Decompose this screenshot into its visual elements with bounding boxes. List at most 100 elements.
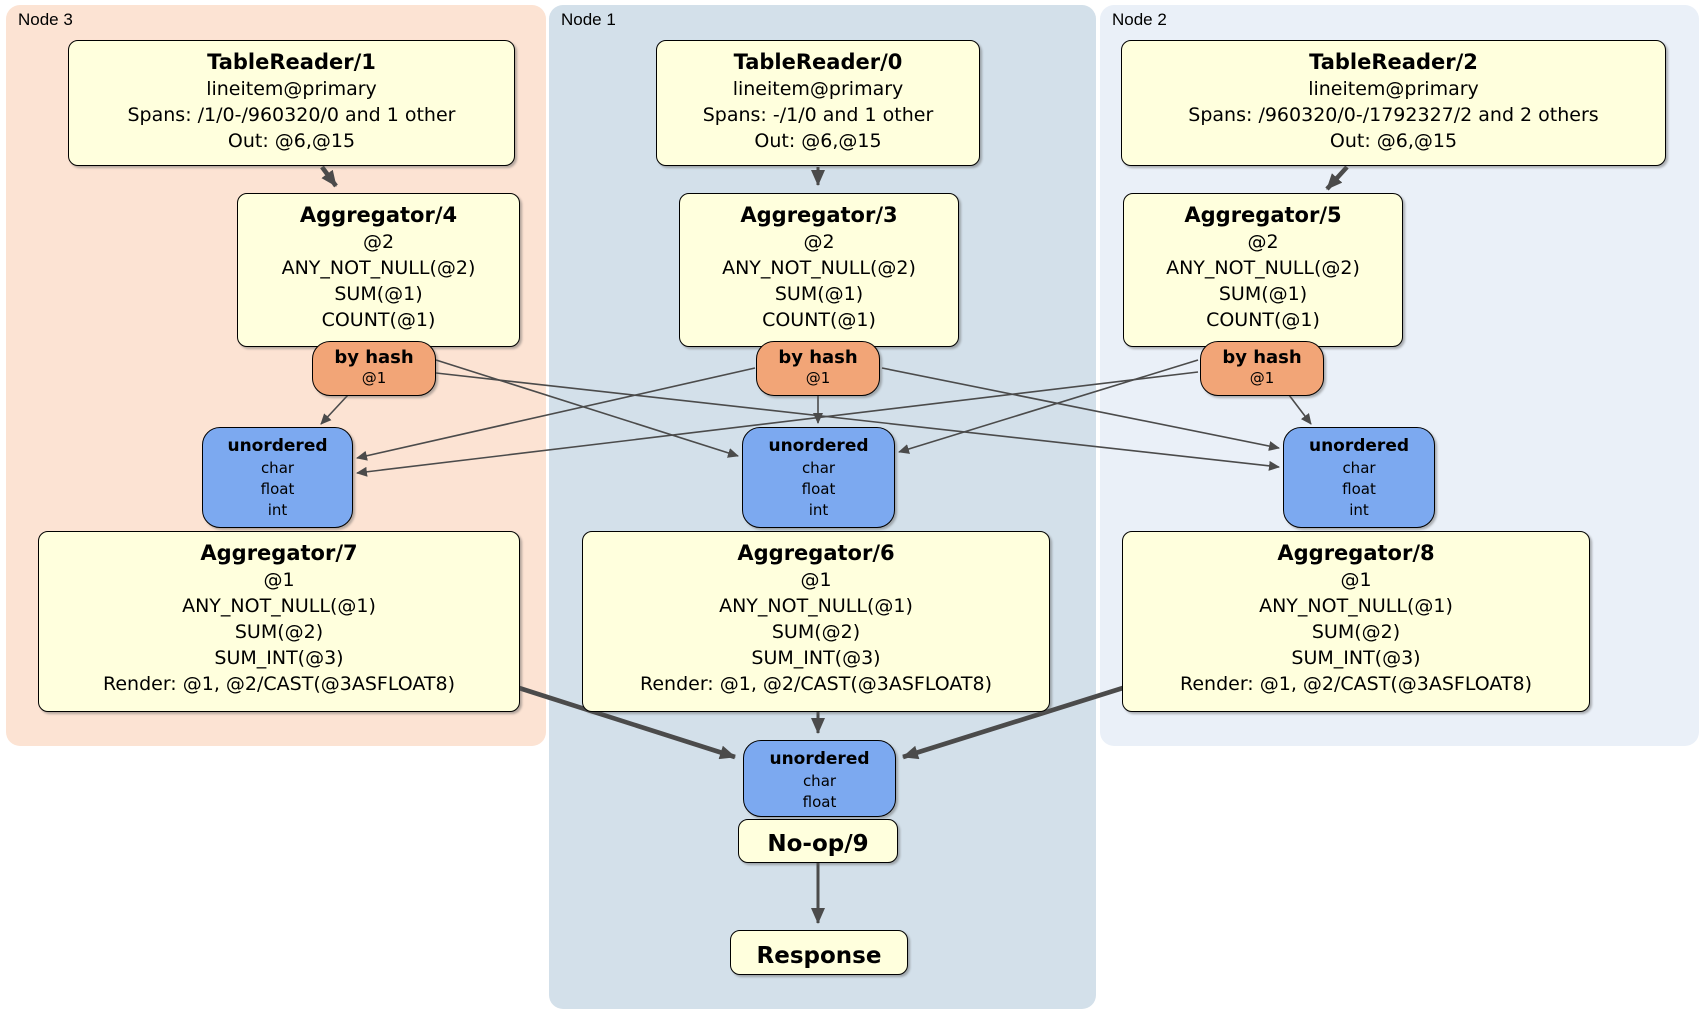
sync-line: int: [267, 501, 288, 519]
response-box: Response: [730, 930, 908, 975]
sync-line: int: [808, 501, 829, 519]
sync-line: float: [1342, 480, 1376, 498]
box-title: Aggregator/6: [737, 541, 895, 565]
sync-line: float: [801, 480, 836, 498]
box-line: lineitem@primary: [206, 78, 377, 100]
box-line: Out: @6,@15: [754, 130, 882, 152]
node1-label: Node 1: [561, 10, 616, 29]
box-line: @2: [803, 231, 835, 253]
box-line: ANY_NOT_NULL(@2): [281, 257, 476, 279]
sync-title: unordered: [227, 436, 328, 456]
box-line: SUM_INT(@3): [751, 647, 881, 669]
box-line: Spans: -/1/0 and 1 other: [702, 104, 934, 126]
sync-title: unordered: [768, 436, 869, 456]
box-line: COUNT(@1): [1206, 309, 1320, 331]
router-lines: @1: [757, 369, 879, 388]
box-line: SUM(@1): [774, 283, 864, 305]
box-title: No-op/9: [767, 831, 869, 857]
box-line: lineitem@primary: [1308, 78, 1479, 100]
box-line: SUM(@1): [1218, 283, 1308, 305]
box-line: @2: [1247, 231, 1279, 253]
sync-line: char: [1342, 459, 1376, 477]
node3-label: Node 3: [18, 10, 73, 29]
router-title: by hash: [1222, 347, 1302, 368]
box-line: Render: @1, @2/CAST(@3ASFLOAT8): [1180, 673, 1532, 695]
box-line: Out: @6,@15: [1329, 130, 1458, 152]
sync-line: char: [802, 772, 837, 790]
hash-router-node3: by hash @1: [312, 341, 436, 396]
box-line: Spans: /1/0-/960320/0 and 1 other: [127, 104, 456, 126]
box-title: TableReader/0: [733, 50, 903, 74]
sync-line: float: [802, 793, 837, 811]
sync-line: int: [1349, 501, 1369, 519]
sync-lines: char float: [744, 771, 895, 813]
sync-line: char: [801, 459, 836, 477]
router-line: @1: [1249, 369, 1275, 387]
sync-lines: char float int: [743, 458, 894, 521]
hash-router-node2: by hash @1: [1200, 341, 1324, 396]
node2-label: Node 2: [1112, 10, 1167, 29]
box-title: Response: [756, 942, 882, 969]
box-title: Aggregator/3: [740, 203, 898, 227]
box-title: TableReader/1: [207, 50, 376, 74]
sync-title: unordered: [1308, 436, 1410, 456]
router-lines: @1: [1201, 369, 1323, 388]
sync-lines: char float int: [1284, 458, 1434, 521]
box-line: SUM_INT(@3): [214, 647, 344, 669]
unordered-sync-node3: unordered char float int: [202, 427, 353, 528]
unordered-sync-final: unordered char float: [743, 740, 896, 817]
box-title: Aggregator/8: [1277, 541, 1435, 565]
box-line: SUM(@2): [771, 621, 861, 643]
box-title: TableReader/2: [1309, 50, 1478, 74]
sync-line: float: [260, 480, 295, 498]
box-line: ANY_NOT_NULL(@1): [1259, 595, 1453, 617]
sync-title: unordered: [769, 749, 870, 769]
box-line: @1: [263, 569, 295, 591]
box-title: Aggregator/7: [200, 541, 358, 565]
router-title: by hash: [778, 347, 858, 368]
box-line: SUM(@1): [334, 283, 423, 305]
box-line: ANY_NOT_NULL(@2): [722, 257, 916, 279]
box-line: lineitem@primary: [732, 78, 904, 100]
router-title: by hash: [334, 347, 414, 368]
box-line: COUNT(@1): [321, 309, 436, 331]
router-line: @1: [361, 369, 387, 387]
box-line: Spans: /960320/0-/1792327/2 and 2 others: [1188, 104, 1599, 126]
hash-router-node1: by hash @1: [756, 341, 880, 396]
unordered-sync-node2: unordered char float int: [1283, 427, 1435, 528]
box-line: SUM(@2): [234, 621, 324, 643]
box-line: @2: [362, 231, 395, 253]
box-line: ANY_NOT_NULL(@2): [1166, 257, 1360, 279]
sync-lines: char float int: [203, 458, 352, 521]
box-line: Out: @6,@15: [227, 130, 356, 152]
noop-box: No-op/9: [738, 819, 898, 863]
box-line: Render: @1, @2/CAST(@3ASFLOAT8): [640, 673, 992, 695]
box-line: ANY_NOT_NULL(@1): [719, 595, 913, 617]
box-line: SUM_INT(@3): [1291, 647, 1421, 669]
sync-line: char: [260, 459, 295, 477]
box-title: Aggregator/5: [1184, 203, 1342, 227]
box-line: ANY_NOT_NULL(@1): [182, 595, 376, 617]
router-lines: @1: [313, 369, 435, 388]
unordered-sync-node1: unordered char float int: [742, 427, 895, 528]
box-line: @1: [800, 569, 832, 591]
